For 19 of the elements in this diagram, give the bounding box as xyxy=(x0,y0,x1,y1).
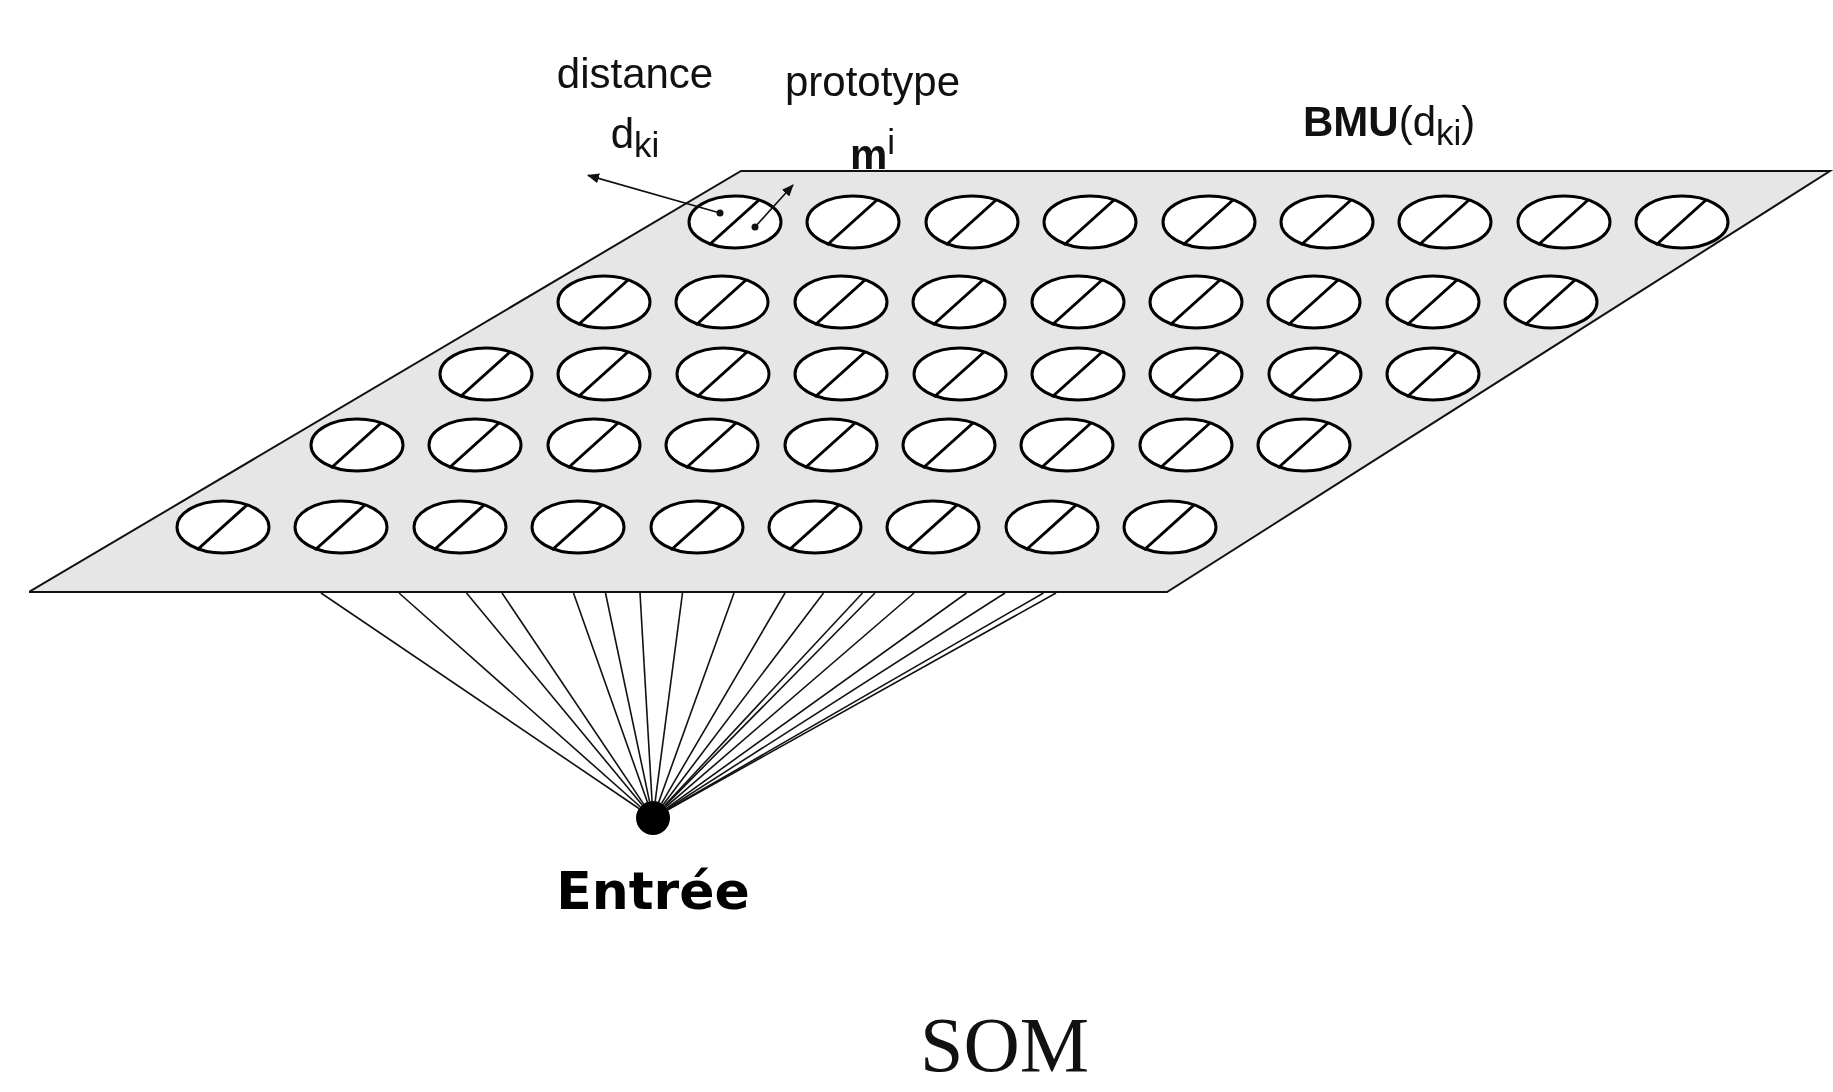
leader-line xyxy=(587,173,724,217)
connection-line xyxy=(665,592,915,808)
connection-line xyxy=(398,592,642,808)
leader-line xyxy=(751,184,794,231)
connection-line xyxy=(320,592,640,810)
connection-line xyxy=(604,592,651,803)
connection-line xyxy=(465,592,643,806)
connection-line xyxy=(660,592,786,805)
input-label: Entrée xyxy=(556,861,750,921)
connection-line xyxy=(657,592,735,803)
bmu-label: BMU(d$_{ki}$) xyxy=(1303,97,1476,155)
connection-line xyxy=(662,592,825,806)
caption: SOM xyxy=(920,1000,1090,1090)
connection-line xyxy=(639,592,653,802)
connection-line xyxy=(501,592,645,805)
connection-line xyxy=(572,592,649,803)
annotation-text: distance d$_{ki}$ xyxy=(545,44,725,176)
annotation-text: prototype m$^{i}$ xyxy=(765,52,980,185)
connection-line xyxy=(654,592,684,802)
